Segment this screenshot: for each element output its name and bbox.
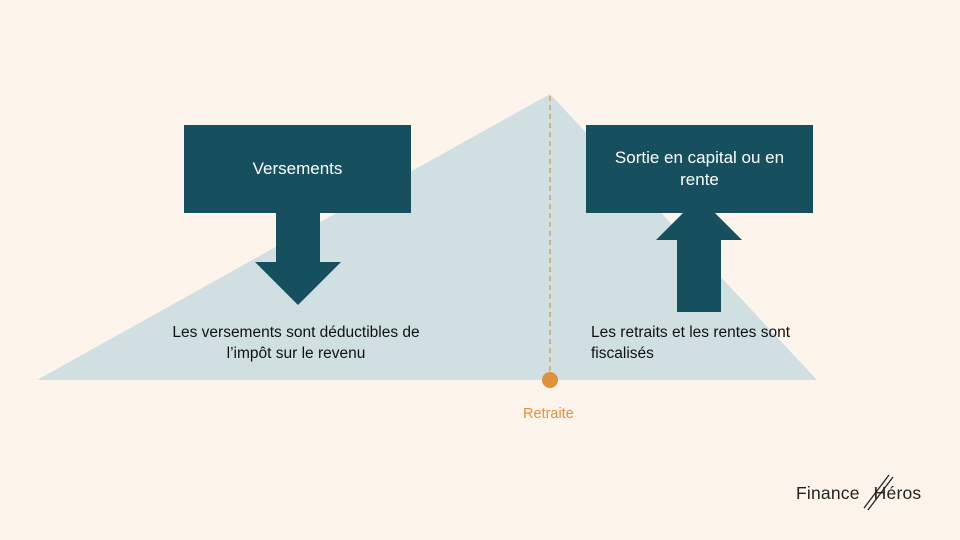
left-caption: Les versements sont déductibles de l’imp… bbox=[156, 322, 436, 364]
versements-box: Versements bbox=[184, 125, 411, 213]
left-caption-line2: l’impôt sur le revenu bbox=[226, 345, 366, 362]
sortie-label: Sortie en capital ou en rente bbox=[614, 148, 785, 189]
brand-logo: Finance Héros bbox=[796, 483, 921, 504]
down-arrow-icon bbox=[255, 213, 341, 305]
sortie-box: Sortie en capital ou en rente bbox=[586, 125, 813, 213]
retirement-marker bbox=[542, 372, 558, 388]
right-caption-line2: fiscalisés bbox=[591, 345, 654, 362]
up-arrow-icon bbox=[656, 197, 742, 312]
right-caption: Les retraits et les rentes sont fiscalis… bbox=[591, 322, 831, 364]
accumulation-triangle bbox=[37, 94, 817, 380]
left-caption-line1: Les versements sont déductibles de bbox=[172, 324, 420, 341]
retraite-label: Retraite bbox=[523, 406, 574, 422]
logo-part2: Héros bbox=[873, 483, 922, 503]
logo-part1: Finance bbox=[796, 483, 860, 503]
right-caption-line1: Les retraits et les rentes sont bbox=[591, 324, 791, 341]
logo-slashes-icon bbox=[863, 474, 894, 511]
versements-label: Versements bbox=[252, 159, 343, 178]
